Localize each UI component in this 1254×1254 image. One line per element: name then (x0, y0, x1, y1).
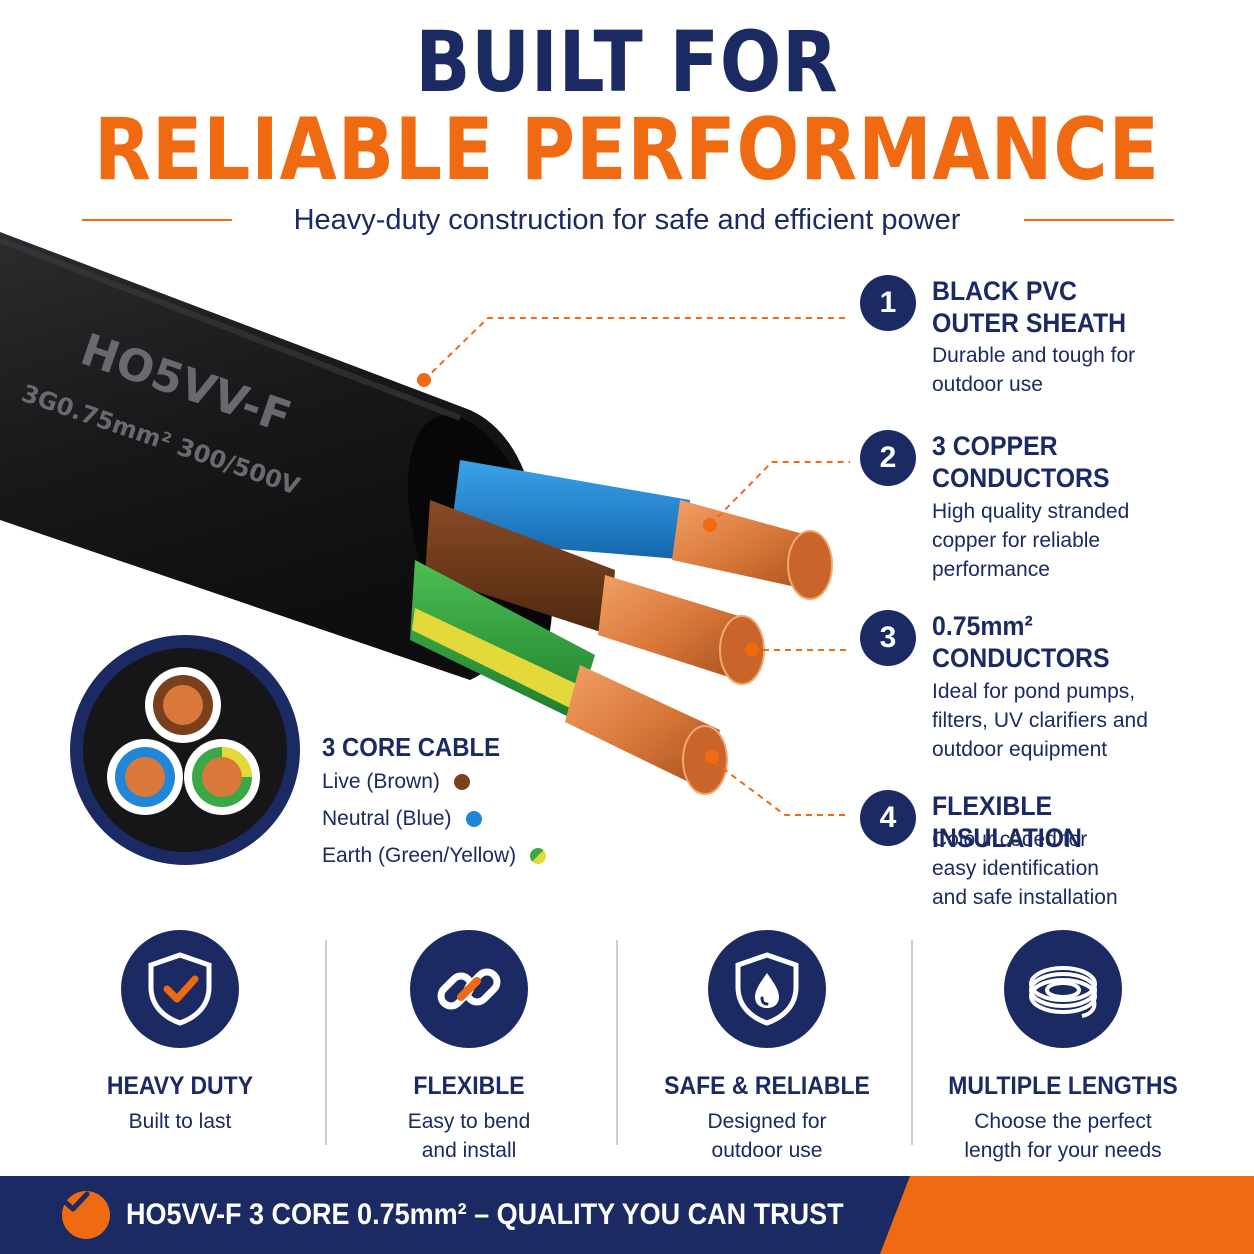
cable-illustration: HO5VV-F 3G0.75mm² 300/500V (0, 232, 850, 865)
subtitle: Heavy-duty construction for safe and eff… (293, 204, 961, 236)
benefit-description: Built to last (128, 1110, 232, 1133)
feature-title: FLEXIBLE INSULATION (932, 791, 1082, 853)
feature-description: Ideal for pond pumps,filters, UV clarifi… (932, 680, 1148, 761)
legend-item-earth: Earth (Green/Yellow) (322, 844, 547, 868)
check-circle-icon (62, 1191, 110, 1239)
core-legend: 3 CORE CABLE Live (Brown) Neutral (Blue)… (322, 732, 622, 867)
chain-link-icon (410, 930, 528, 1048)
benefit-title: MULTIPLE LENGTHS (948, 1072, 1178, 1100)
green-yellow-dot-icon (530, 848, 547, 865)
benefit-divider (911, 940, 913, 1145)
legend-title: 3 CORE CABLE (322, 732, 501, 762)
benefit-title: HEAVY DUTY (106, 1072, 254, 1100)
benefit-title: FLEXIBLE (413, 1072, 525, 1100)
cross-section-icon (70, 635, 300, 865)
brown-dot-icon (453, 774, 470, 791)
blue-dot-icon (465, 811, 482, 828)
footer-text: HO5VV-F 3 CORE 0.75mm² – QUALITY YOU CAN… (126, 1198, 844, 1231)
cable-coil-icon (1004, 930, 1122, 1048)
subtitle-rule-right (1024, 219, 1174, 221)
outer-sheath (0, 232, 538, 680)
legend-item-live: Live (Brown) (322, 770, 470, 794)
legend-item-neutral: Neutral (Blue) (322, 807, 482, 831)
subtitle-rule-left (82, 219, 232, 221)
benefit-heavy-duty: HEAVY DUTY Built to last (35, 930, 325, 1136)
title-line-1: BUILT FOR (415, 13, 839, 111)
feature-number-badge: 2 (860, 430, 916, 486)
shield-water-drop-icon (708, 930, 826, 1048)
benefit-title: SAFE & RELIABLE (664, 1072, 870, 1100)
title-line-2: RELIABLE PERFORMANCE (94, 100, 1160, 200)
benefit-divider (616, 940, 618, 1145)
footer-banner: HO5VV-F 3 CORE 0.75mm² – QUALITY YOU CAN… (0, 1176, 1254, 1254)
shield-check-icon (121, 930, 239, 1048)
feature-number-badge: 1 (860, 275, 916, 331)
feature-number-badge: 3 (860, 610, 916, 666)
benefit-divider (325, 940, 327, 1145)
brown-core (425, 500, 615, 635)
feature-number-badge: 4 (860, 790, 916, 846)
